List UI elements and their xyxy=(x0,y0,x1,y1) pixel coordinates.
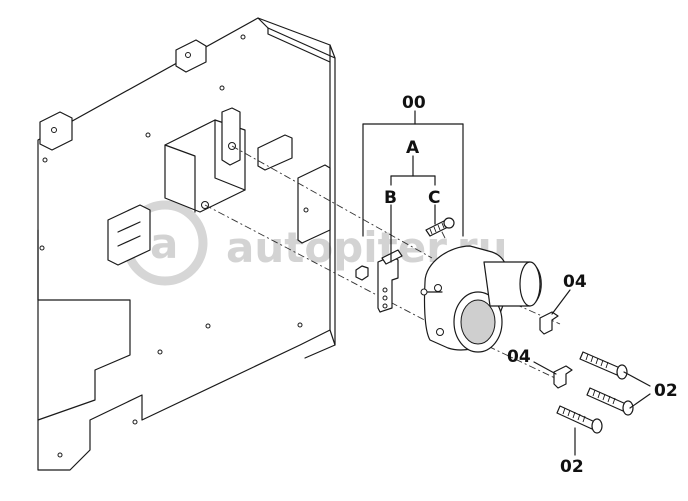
label-clip-upper: 04 xyxy=(563,272,587,292)
label-sub-a: A xyxy=(406,138,420,158)
bolt-bottom xyxy=(556,405,603,434)
sensor-assembly xyxy=(420,245,542,353)
label-clip-lower: 04 xyxy=(507,347,531,367)
sensor-bracket xyxy=(164,107,246,213)
label-assembly-00: 00 xyxy=(402,93,426,113)
bolt-upper xyxy=(579,351,628,380)
label-sub-b: B xyxy=(384,188,397,208)
clip-lower xyxy=(553,365,573,389)
label-tree-lines xyxy=(362,110,651,456)
label-bolts-right: 02 xyxy=(654,381,678,401)
clip-upper xyxy=(539,311,559,335)
label-sub-c: C xyxy=(428,188,440,208)
sub-part-b xyxy=(355,249,403,313)
watermark-logo-letter: a xyxy=(150,219,178,268)
sub-part-c-screw xyxy=(425,217,455,237)
label-bolt-bottom: 02 xyxy=(560,457,584,477)
bolt-middle xyxy=(586,387,634,416)
mounting-plate xyxy=(37,17,336,471)
